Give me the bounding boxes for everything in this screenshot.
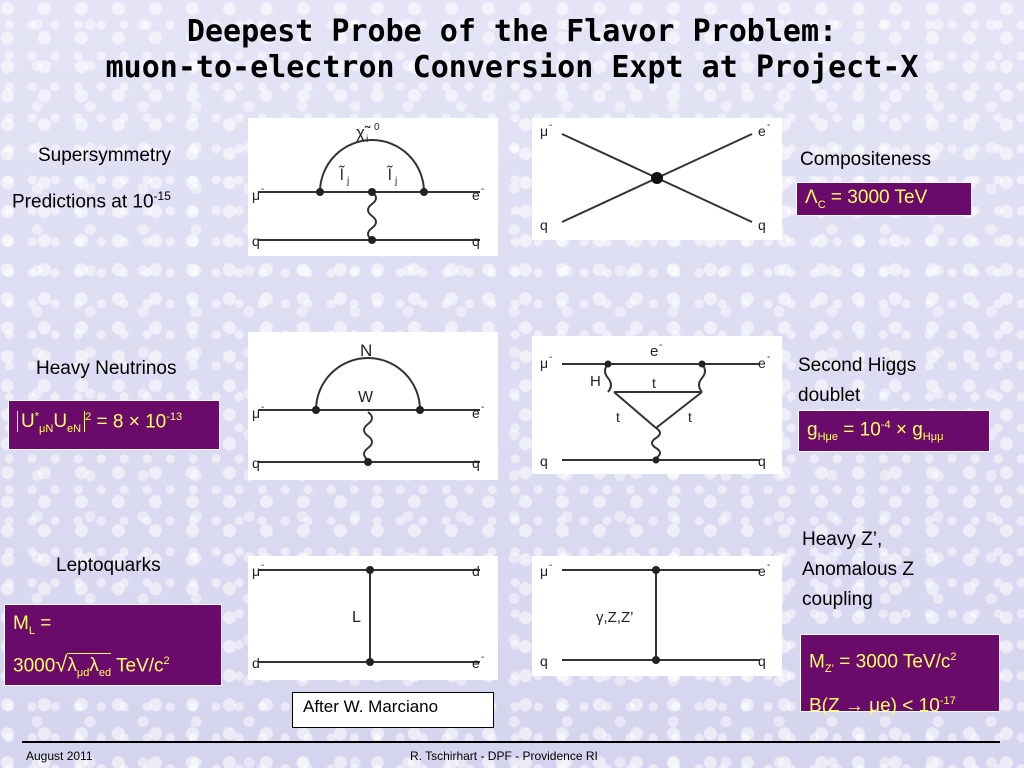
svg-text:q: q	[472, 455, 480, 471]
zprime-label-line-1: Heavy Z’,	[802, 529, 883, 550]
zprime-boson-label: γ,Z,Z’	[596, 609, 634, 626]
svg-text:q: q	[758, 653, 766, 669]
leptoquark-feynman-diagram: L μ - d d e -	[248, 556, 498, 680]
svg-text:-: -	[481, 184, 484, 195]
susy-feynman-diagram: χ̃ i 0 l̃ j l̃ j μ - e - q q	[248, 118, 498, 256]
svg-text:t: t	[616, 409, 620, 425]
zprime-feynman-diagram: γ,Z,Z’ μ - e - q q	[532, 556, 782, 676]
svg-text:e: e	[758, 563, 766, 579]
svg-text:μ: μ	[252, 187, 260, 203]
svg-text:-: -	[767, 352, 770, 363]
svg-text:q: q	[252, 455, 260, 471]
footer-author: R. Tschirhart - DPF - Providence RI	[410, 749, 598, 763]
higgs-label-line-2: doublet	[798, 385, 861, 406]
leptoquark-L-label: L	[352, 609, 361, 626]
svg-text:q: q	[758, 217, 766, 233]
svg-text:e: e	[472, 187, 480, 203]
svg-text:-: -	[659, 340, 662, 351]
footer-date: August 2011	[26, 749, 93, 763]
svg-text:q: q	[540, 653, 548, 669]
svg-text:q: q	[252, 233, 260, 249]
svg-text:j: j	[394, 176, 397, 187]
title-line-2: muon-to-electron Conversion Expt at Proj…	[105, 50, 919, 85]
title-line-1: Deepest Probe of the Flavor Problem:	[186, 14, 838, 49]
svg-text:μ: μ	[540, 355, 548, 371]
footer-divider	[22, 741, 1000, 743]
susy-slepton-1-label: l̃	[338, 164, 345, 184]
svg-text:t: t	[688, 409, 692, 425]
svg-text:q: q	[540, 217, 548, 233]
svg-text:-: -	[261, 184, 264, 195]
svg-text:e: e	[758, 123, 766, 139]
svg-text:e: e	[472, 405, 480, 421]
leptoquarks-label: Leptoquarks	[56, 555, 161, 576]
svg-text:t: t	[652, 375, 656, 391]
svg-text:-: -	[549, 560, 552, 571]
svg-text:-: -	[261, 402, 264, 413]
svg-text:-: -	[481, 652, 484, 663]
higgs-H-label: H	[590, 373, 601, 390]
svg-text:-: -	[549, 352, 552, 363]
susy-slepton-2-label: l̃	[386, 164, 393, 184]
zprime-label-line-3: coupling	[802, 589, 873, 610]
svg-text:-: -	[549, 120, 552, 131]
svg-text:μ: μ	[252, 405, 260, 421]
compositeness-formula: ΛC = 3000 TeV	[796, 182, 972, 216]
heavy-neutrino-N-label: N	[360, 341, 372, 360]
compositeness-feynman-diagram: μ - e - q q	[532, 118, 782, 240]
svg-text:-: -	[767, 120, 770, 131]
svg-text:0: 0	[374, 122, 380, 133]
heavy-neutrinos-formula: U*μNUeN2 = 8 × 10-13	[8, 400, 220, 450]
susy-label: Supersymmetry	[38, 145, 172, 166]
svg-text:d: d	[252, 655, 260, 671]
svg-text:μ: μ	[540, 123, 548, 139]
higgs-feynman-diagram: e - H t t t μ - e - q q	[532, 336, 782, 474]
compositeness-label: Compositeness	[800, 149, 931, 170]
higgs-formula: gHμe = 10-4 × gHμμ	[798, 410, 990, 452]
svg-text:j: j	[346, 176, 349, 187]
zprime-formula: MZ’ = 3000 TeV/c2 B(Z → μe) < 10-17	[800, 634, 1000, 716]
heavy-neutrino-feynman-diagram: N W μ - e - q q	[248, 332, 498, 480]
svg-text:-: -	[261, 560, 264, 571]
svg-text:q: q	[758, 453, 766, 469]
svg-text:-: -	[767, 560, 770, 571]
zprime-label-line-2: Anomalous Z	[802, 559, 914, 580]
svg-text:e: e	[650, 343, 658, 360]
svg-text:d: d	[472, 563, 480, 579]
heavy-neutrino-W-label: W	[358, 389, 374, 406]
heavy-neutrinos-label: Heavy Neutrinos	[36, 358, 177, 379]
svg-text:q: q	[472, 233, 480, 249]
svg-text:e: e	[472, 655, 480, 671]
svg-text:μ: μ	[252, 563, 260, 579]
svg-text:i: i	[366, 134, 368, 145]
svg-text:q: q	[540, 453, 548, 469]
higgs-label-line-1: Second Higgs	[798, 355, 917, 376]
leptoquark-formula: ML = 3000√λμdλed TeV/c2	[4, 604, 222, 686]
svg-text:-: -	[481, 402, 484, 413]
susy-prediction-label: Predictions at 10-15	[12, 189, 171, 213]
svg-text:μ: μ	[540, 563, 548, 579]
credit-box: After W. Marciano	[292, 692, 494, 728]
svg-text:e: e	[758, 355, 766, 371]
